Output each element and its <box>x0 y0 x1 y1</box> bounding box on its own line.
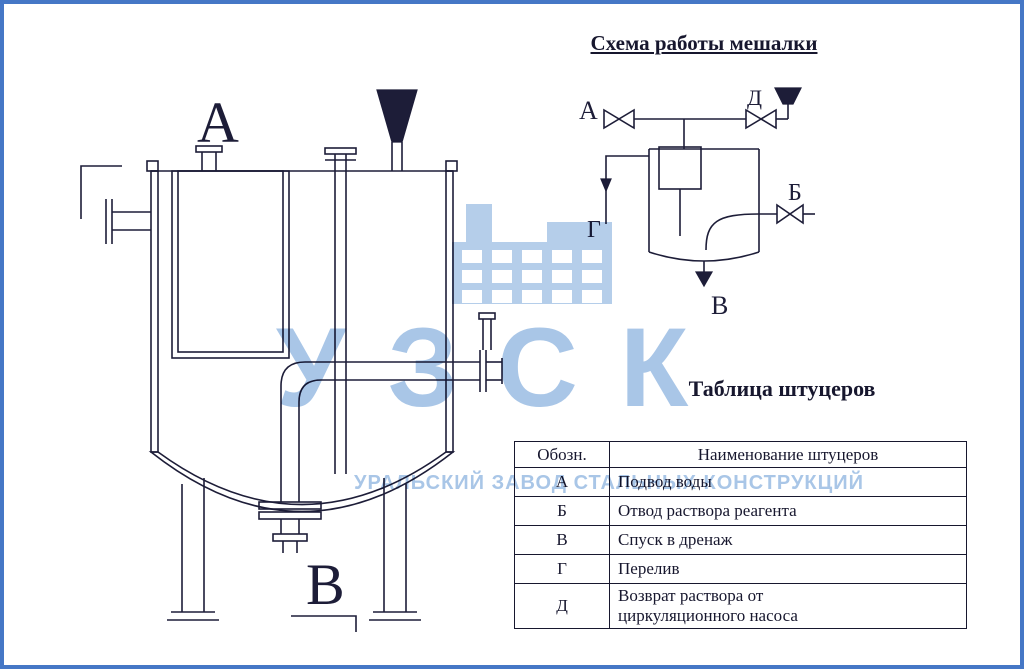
tank-label-a: А <box>197 90 239 155</box>
fitting-code: Б <box>514 496 610 526</box>
dip-tube <box>324 147 357 474</box>
line-d <box>745 87 802 130</box>
line-v <box>694 261 714 288</box>
fitting-name: Спуск в дренаж <box>609 525 967 555</box>
fitting-name: Отвод раствора реагента <box>609 496 967 526</box>
table-row: Б Отвод раствора реагента <box>514 496 967 526</box>
col-header-code: Обозн. <box>514 441 610 468</box>
line-b <box>705 203 815 251</box>
fitting-code: В <box>514 525 610 555</box>
schematic-title: Схема работы мешалки <box>590 31 818 55</box>
fitting-name: Перелив <box>609 554 967 584</box>
fitting-name: Возврат раствора от циркуляционного насо… <box>609 583 967 629</box>
line-a <box>603 108 746 149</box>
table-row: А Подвод воды <box>514 467 967 497</box>
schematic-label-a: А <box>579 96 598 125</box>
line-g <box>600 155 649 224</box>
bottom-drain <box>258 501 322 553</box>
support-legs <box>167 478 421 621</box>
schematic-label-g: Г <box>587 217 601 243</box>
schematic-drawing: А Д Г Б В <box>579 85 815 320</box>
fitting-code: Г <box>514 554 610 584</box>
schematic-label-b: Б <box>788 180 802 206</box>
tank-label-v: В <box>306 552 345 617</box>
table-row: В Спуск в дренаж <box>514 525 967 555</box>
table-row: Г Перелив <box>514 554 967 584</box>
fittings-table-title: Таблица штуцеров <box>688 376 876 401</box>
fitting-code: Д <box>514 583 610 629</box>
table-header-row: Обозн. Наименование штуцеров <box>514 441 967 468</box>
section-mark-bottom <box>291 615 357 632</box>
funnel-nozzle <box>376 89 418 171</box>
schematic-label-d: Д <box>747 85 762 110</box>
fitting-name: Подвод воды <box>609 467 967 497</box>
schematic-label-v: В <box>711 291 728 320</box>
fitting-code: А <box>514 467 610 497</box>
top-nozzle <box>195 145 223 171</box>
tank-shell <box>146 160 458 513</box>
schematic-vessel <box>648 146 760 262</box>
left-nozzle <box>105 199 151 244</box>
table-row: Д Возврат раствора от циркуляционного на… <box>514 583 967 629</box>
inner-chamber <box>171 170 290 359</box>
col-header-name: Наименование штуцеров <box>609 441 967 468</box>
elbow-pipe <box>280 312 503 502</box>
section-mark-top <box>80 165 122 219</box>
tank-drawing: А В <box>80 89 503 632</box>
fittings-table: Обозн. Наименование штуцеров А Подвод во… <box>514 441 967 629</box>
